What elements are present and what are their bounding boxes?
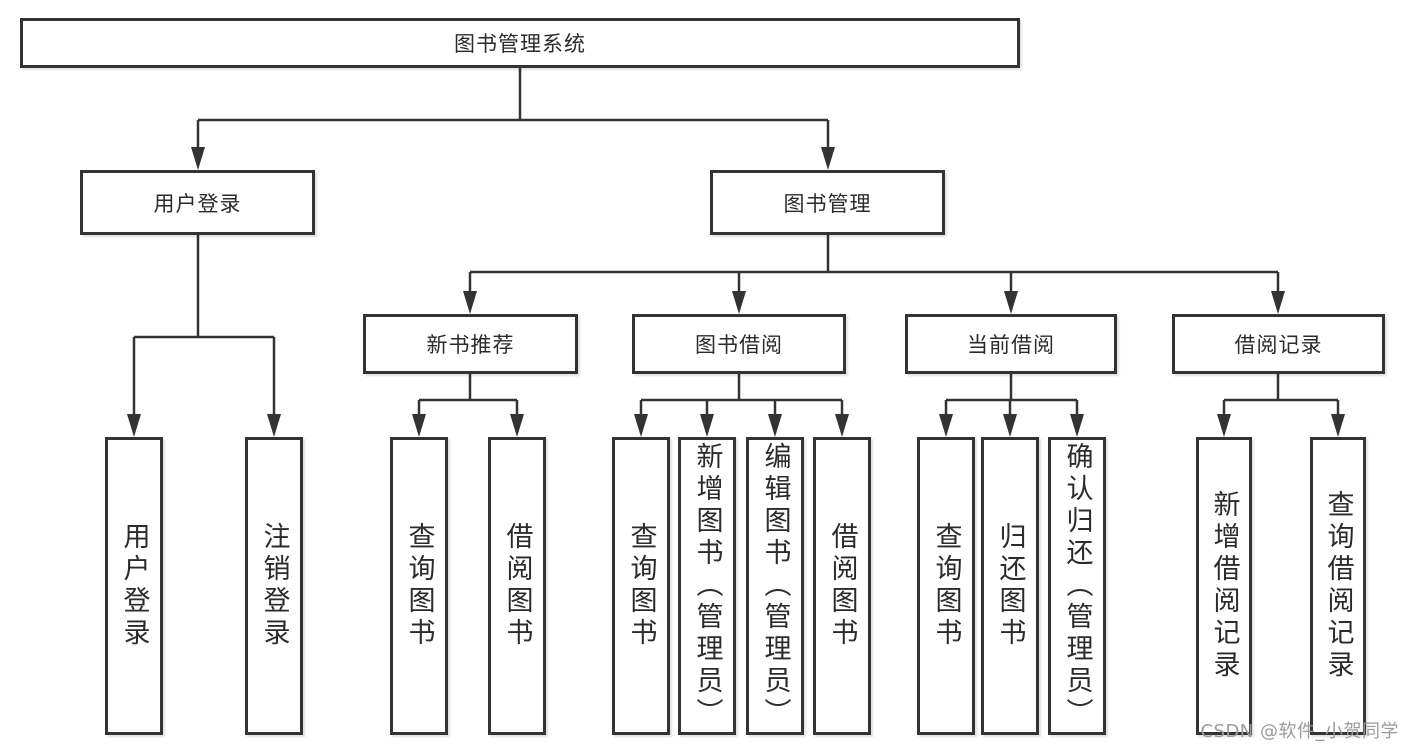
csdn-watermark: CSDN @软件_小贺同学 (1200, 721, 1399, 742)
node-records-query-record-label: 查询借阅记录 (1322, 490, 1354, 682)
node-borrow-records-label: 借阅记录 (1234, 333, 1323, 357)
node-current-return-books: 归还图书 (981, 437, 1039, 735)
node-borrow-borrow-books: 借阅图书 (813, 437, 871, 735)
node-records-add-record-label: 新增借阅记录 (1208, 490, 1240, 682)
node-login-label: 用户登录 (118, 522, 150, 650)
node-newbook-query-books-label: 查询图书 (403, 522, 435, 650)
node-book-borrow: 图书借阅 (632, 314, 846, 374)
node-user-login-label: 用户登录 (153, 191, 242, 216)
node-records-add-record: 新增借阅记录 (1196, 437, 1252, 735)
connector-records-to-leaves (1222, 374, 1340, 419)
node-book-management: 图书管理 (710, 170, 945, 235)
connector-userlogin-to-leaves (132, 235, 276, 419)
connector-bookborrow-to-leaves (639, 374, 844, 419)
node-root: 图书管理系统 (20, 18, 1020, 68)
node-user-login: 用户登录 (80, 170, 315, 235)
node-current-return-books-label: 归还图书 (994, 522, 1026, 650)
connector-newbook-to-leaves (417, 374, 519, 419)
node-new-book-recommend-label: 新书推荐 (426, 333, 515, 357)
node-records-query-record: 查询借阅记录 (1310, 437, 1366, 735)
node-current-confirm-return-admin-label: 确认归还（管理员） (1061, 442, 1093, 730)
node-current-confirm-return-admin: 确认归还（管理员） (1048, 437, 1106, 735)
node-borrow-borrow-books-label: 借阅图书 (826, 522, 858, 650)
node-borrow-query-books: 查询图书 (612, 437, 670, 735)
node-borrow-records: 借阅记录 (1172, 314, 1385, 374)
arrowheads (127, 147, 1345, 437)
node-borrow-edit-books-admin: 编辑图书（管理员） (746, 437, 804, 735)
connector-bookmgmt-to-level3 (468, 235, 1280, 296)
node-borrow-add-books-admin-label: 新增图书（管理员） (691, 442, 723, 730)
node-root-label: 图书管理系统 (454, 32, 586, 56)
node-current-borrow: 当前借阅 (905, 314, 1117, 374)
node-newbook-borrow-books: 借阅图书 (488, 437, 546, 735)
node-newbook-borrow-books-label: 借阅图书 (501, 522, 533, 650)
node-current-borrow-label: 当前借阅 (967, 333, 1055, 357)
node-login: 用户登录 (105, 437, 163, 735)
connector-root-to-level2 (196, 68, 830, 152)
node-book-management-label: 图书管理 (783, 191, 872, 216)
connector-currentborrow-to-leaves (944, 374, 1079, 419)
node-book-borrow-label: 图书借阅 (695, 333, 783, 357)
node-current-query-books: 查询图书 (917, 437, 975, 735)
node-logout-label: 注销登录 (258, 522, 290, 650)
node-logout: 注销登录 (245, 437, 303, 735)
node-borrow-query-books-label: 查询图书 (625, 522, 657, 650)
node-borrow-add-books-admin: 新增图书（管理员） (678, 437, 736, 735)
node-current-query-books-label: 查询图书 (930, 522, 962, 650)
node-newbook-query-books: 查询图书 (390, 437, 448, 735)
node-borrow-edit-books-admin-label: 编辑图书（管理员） (759, 442, 791, 730)
node-new-book-recommend: 新书推荐 (363, 314, 578, 374)
